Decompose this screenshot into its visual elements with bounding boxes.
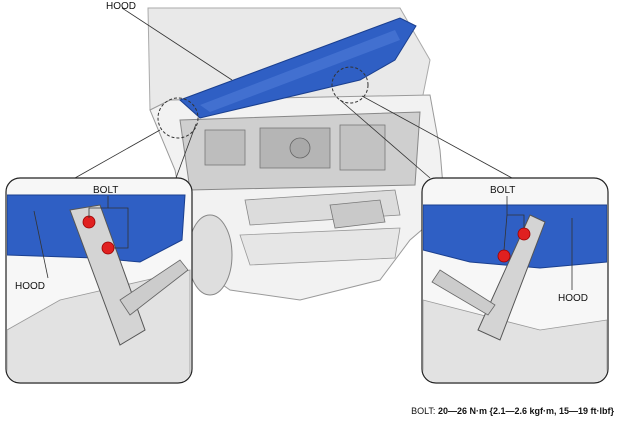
torque-spec-value: 20—26 N·m {2.1—2.6 kgf·m, 15—19 ft·lbf} — [437, 406, 614, 416]
bolt-left-label: BOLT — [93, 185, 118, 196]
left-hinge-detail — [5, 177, 193, 384]
hood-main-label: HOOD — [106, 1, 136, 12]
torque-spec: BOLT: 20—26 N·m {2.1—2.6 kgf·m, 15—19 ft… — [411, 406, 614, 416]
bolt-right-label: BOLT — [490, 185, 515, 196]
hood-right-label: HOOD — [558, 293, 588, 304]
right-hinge-detail — [421, 177, 609, 384]
torque-spec-label: BOLT: — [411, 406, 436, 416]
hood-left-label: HOOD — [15, 281, 45, 292]
vehicle-illustration — [147, 7, 446, 301]
